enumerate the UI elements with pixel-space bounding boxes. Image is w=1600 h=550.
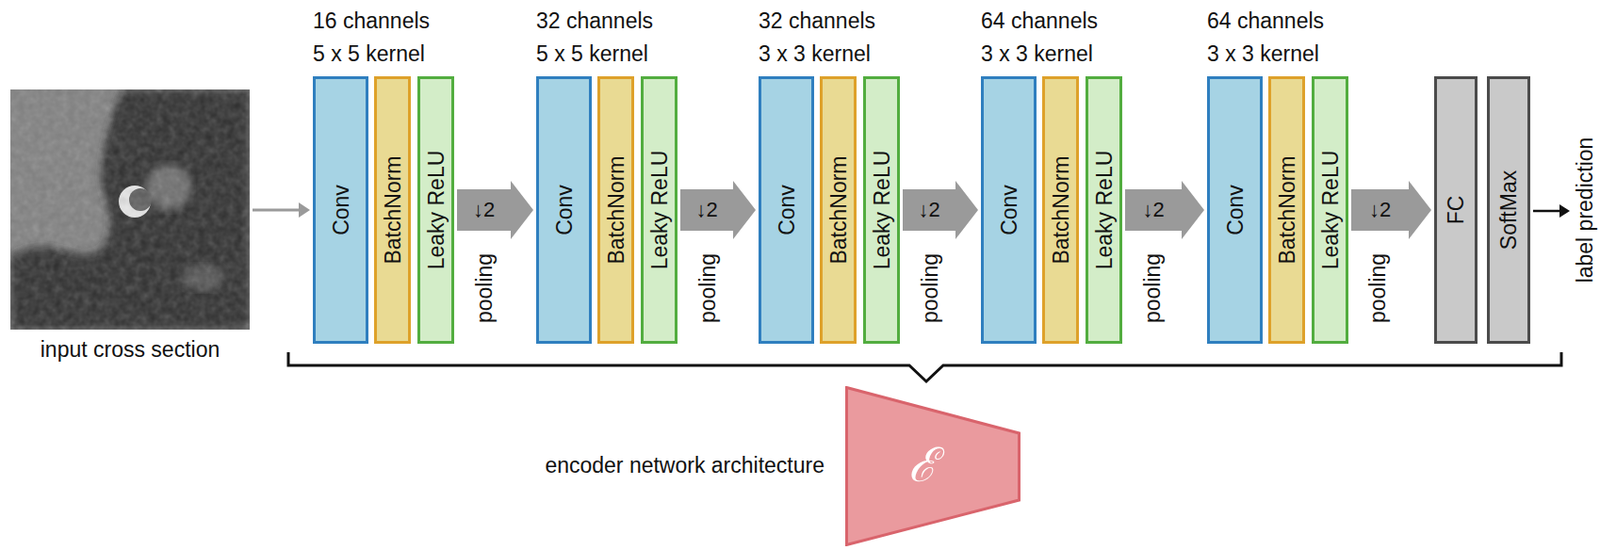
output-arrow	[1533, 210, 1562, 213]
output-layer: SoftMax	[1486, 76, 1531, 344]
activation-layer: Leaky ReLU	[417, 76, 455, 344]
input-image-frame: input cross section	[10, 89, 250, 330]
pooling-arrow	[1125, 180, 1205, 240]
layer-name: Leaky ReLU	[1091, 150, 1116, 271]
layer-name: BatchNorm	[1047, 155, 1073, 264]
kernel-size: 3 x 3 kernel	[980, 41, 1094, 66]
layer-name: Leaky ReLU	[646, 150, 671, 271]
layer-name: Conv	[773, 184, 799, 236]
batchnorm-layer: BatchNorm	[374, 76, 411, 344]
pooling-arrow-shape	[1125, 180, 1205, 240]
layer-name: Conv	[551, 184, 576, 236]
channel-count: 32 channels	[758, 8, 876, 33]
channel-count: 32 channels	[536, 8, 654, 33]
pooling-factor: ↓2	[1369, 197, 1391, 222]
encoder-trapezoid: ℰ	[845, 386, 1021, 547]
activation-layer: Leaky ReLU	[1085, 76, 1123, 344]
kernel-size: 3 x 3 kernel	[1207, 41, 1320, 66]
pooling-arrow-shape	[680, 180, 756, 240]
layer-name: Conv	[327, 184, 353, 236]
encoder-label: encoder network architecture	[544, 453, 825, 478]
layer-name: FC	[1443, 195, 1469, 226]
pooling-factor: ↓2	[695, 197, 718, 222]
output-layer: FC	[1434, 76, 1478, 344]
batchnorm-layer: BatchNorm	[819, 76, 857, 344]
pooling-arrow	[1351, 180, 1432, 240]
layer-name: Conv	[1222, 184, 1247, 236]
encoder-symbol: ℰ	[908, 439, 937, 494]
layer-name: Leaky ReLU	[868, 150, 894, 271]
layer-name: BatchNorm	[1273, 155, 1299, 264]
input-image	[10, 89, 250, 330]
pooling-arrow	[457, 180, 534, 240]
channel-count: 64 channels	[1207, 8, 1324, 33]
channel-count: 16 channels	[312, 8, 430, 33]
output-label: label prediction	[1572, 137, 1598, 284]
pooling-arrow-shape	[902, 180, 979, 240]
arrow-line	[252, 209, 300, 213]
trapezoid-outline	[847, 388, 1020, 546]
layer-name: BatchNorm	[825, 155, 850, 264]
conv-layer: Conv	[536, 76, 592, 344]
layer-name: Leaky ReLU	[423, 150, 448, 271]
pooling-label: pooling	[472, 253, 497, 324]
layer-name: Conv	[995, 184, 1021, 236]
kernel-size: 3 x 3 kernel	[758, 41, 871, 66]
arrowhead	[298, 202, 311, 218]
pooling-arrow	[902, 180, 979, 240]
pooling-factor: ↓2	[473, 197, 495, 222]
batchnorm-layer: BatchNorm	[1042, 76, 1079, 344]
pooling-arrow-shape	[457, 180, 534, 240]
conv-layer: Conv	[1207, 76, 1263, 344]
pooling-arrow-shape	[1351, 180, 1432, 240]
layer-name: Leaky ReLU	[1317, 150, 1342, 271]
pooling-arrow	[680, 180, 756, 240]
pooling-label: pooling	[1140, 253, 1165, 324]
bracket	[288, 352, 1562, 382]
pooling-label: pooling	[917, 253, 943, 324]
conv-layer: Conv	[312, 76, 369, 344]
layer-name: BatchNorm	[379, 155, 405, 264]
kernel-size: 5 x 5 kernel	[536, 41, 649, 66]
conv-layer: Conv	[980, 76, 1037, 344]
layer-name: BatchNorm	[603, 155, 628, 264]
output-arrowhead	[1559, 204, 1570, 218]
pooling-factor: ↓2	[1142, 197, 1164, 222]
pooling-factor: ↓2	[917, 197, 940, 222]
pooling-label: pooling	[695, 253, 720, 324]
activation-layer: Leaky ReLU	[640, 76, 678, 344]
channel-count: 64 channels	[980, 8, 1098, 33]
input-arrow	[252, 202, 311, 218]
kernel-size: 5 x 5 kernel	[312, 41, 425, 66]
layer-name: SoftMax	[1496, 170, 1521, 250]
activation-layer: Leaky ReLU	[863, 76, 900, 344]
conv-layer: Conv	[758, 76, 815, 344]
image-caption: input cross section	[40, 337, 220, 362]
batchnorm-layer: BatchNorm	[597, 76, 635, 344]
activation-layer: Leaky ReLU	[1311, 76, 1349, 344]
batchnorm-layer: BatchNorm	[1268, 76, 1306, 344]
pooling-label: pooling	[1365, 253, 1390, 324]
